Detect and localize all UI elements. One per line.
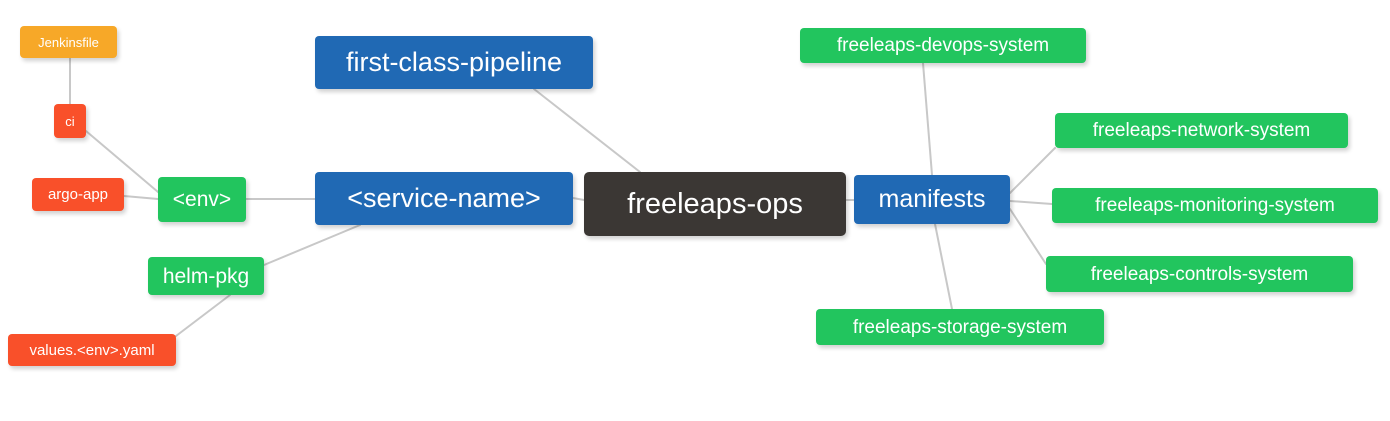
node-root[interactable]: freeleaps-ops — [584, 172, 846, 236]
node-storage[interactable]: freeleaps-storage-system — [816, 309, 1104, 345]
node-jenkinsfile[interactable]: Jenkinsfile — [20, 26, 117, 58]
node-ci[interactable]: ci — [54, 104, 86, 138]
edge-manifests-to-network — [1009, 147, 1056, 194]
node-manifests[interactable]: manifests — [854, 175, 1010, 224]
node-values-yaml[interactable]: values.<env>.yaml — [8, 334, 176, 366]
node-controls[interactable]: freeleaps-controls-system — [1046, 256, 1353, 292]
node-helm-pkg[interactable]: helm-pkg — [148, 257, 264, 295]
edge-helm-pkg-to-service-name — [263, 224, 361, 266]
node-devops[interactable]: freeleaps-devops-system — [800, 28, 1086, 63]
node-env[interactable]: <env> — [158, 177, 246, 222]
node-network[interactable]: freeleaps-network-system — [1055, 113, 1348, 148]
node-argo-app[interactable]: argo-app — [32, 178, 124, 211]
edge-manifests-to-controls — [1009, 208, 1047, 265]
node-service-name[interactable]: <service-name> — [315, 172, 573, 225]
edge-argo-app-to-env — [123, 195, 159, 200]
edge-service-name-to-root — [572, 197, 585, 201]
edge-manifests-to-monitoring — [1009, 200, 1053, 205]
edge-manifests-to-storage — [934, 223, 953, 310]
edge-values-yaml-to-helm-pkg — [175, 294, 231, 337]
node-pipeline[interactable]: first-class-pipeline — [315, 36, 593, 89]
edge-pipeline-to-root — [533, 88, 641, 173]
node-monitoring[interactable]: freeleaps-monitoring-system — [1052, 188, 1378, 223]
edge-manifests-to-devops — [922, 62, 933, 176]
